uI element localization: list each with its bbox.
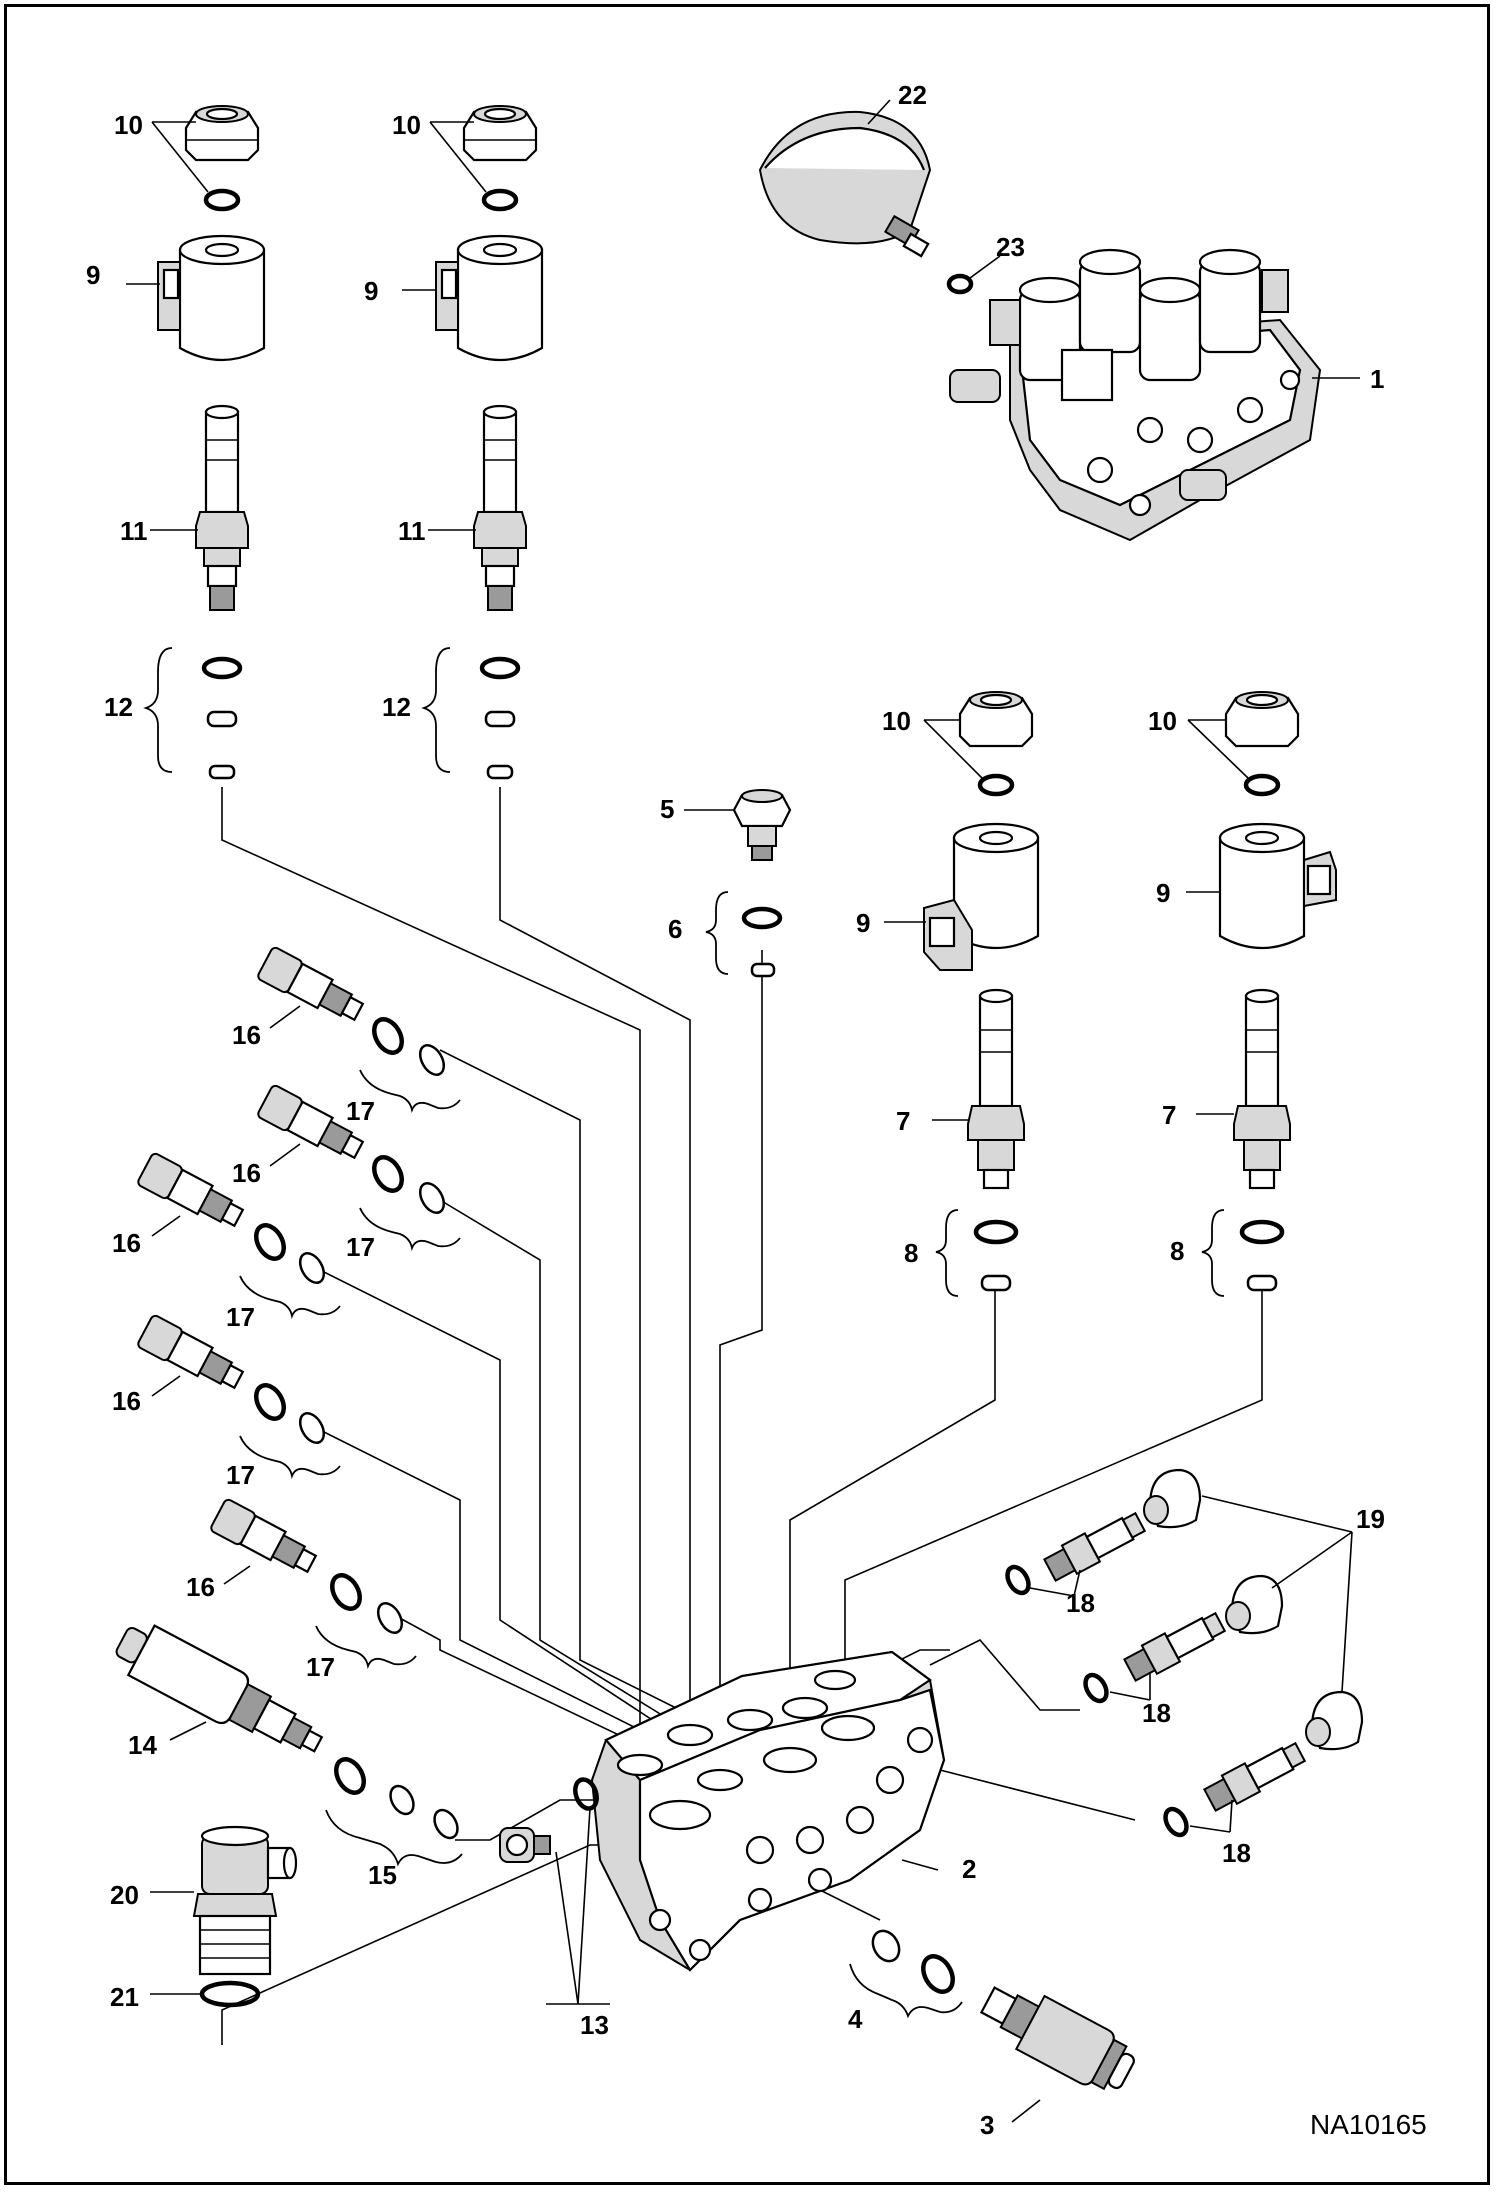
solenoid-stack-left-b <box>402 105 544 780</box>
solenoid-stack-left-a <box>126 105 266 780</box>
seals-6 <box>705 891 783 978</box>
callout-13: 13 <box>580 2010 609 2040</box>
valve-3 <box>979 1986 1135 2123</box>
callout-16: 16 <box>232 1158 261 1188</box>
callout-17: 17 <box>226 1460 255 1490</box>
callout-14: 14 <box>128 1730 157 1760</box>
o-ring-21 <box>150 1980 261 2008</box>
callout-9: 9 <box>86 260 100 290</box>
solenoid-stack-right-d <box>1186 691 1337 1297</box>
plug-5 <box>684 789 792 861</box>
callout-19: 19 <box>1356 1504 1385 1534</box>
cartridge-16-a <box>257 946 461 1114</box>
callout-labels: 10 10 22 23 9 9 1 11 11 12 12 10 10 5 6 … <box>86 80 1427 2140</box>
callout-10: 10 <box>1148 706 1177 736</box>
callout-17: 17 <box>306 1652 335 1682</box>
callout-8: 8 <box>1170 1236 1184 1266</box>
callout-11: 11 <box>398 516 426 546</box>
callout-10: 10 <box>882 706 911 736</box>
fitting-18-a <box>1005 1511 1147 1597</box>
callout-22: 22 <box>898 80 927 110</box>
callout-1: 1 <box>1370 364 1384 394</box>
callout-21: 21 <box>110 1982 139 2012</box>
callout-16: 16 <box>186 1572 215 1602</box>
cartridge-16-d <box>137 1314 341 1480</box>
o-ring-23 <box>946 255 1001 295</box>
valve-14 <box>115 1624 463 1867</box>
valve-assembly-1 <box>949 248 1360 542</box>
callout-20: 20 <box>110 1880 139 1910</box>
callout-16: 16 <box>232 1020 261 1050</box>
caps-19 <box>1143 1468 1364 1751</box>
callout-4: 4 <box>848 2004 863 2034</box>
callout-3: 3 <box>980 2110 994 2140</box>
elbow-fitting-20 <box>150 1825 298 1976</box>
plug-13 <box>499 1777 610 2005</box>
callout-8: 8 <box>904 1238 918 1268</box>
callout-12: 12 <box>104 692 133 722</box>
fitting-18-b <box>1083 1611 1227 1704</box>
callout-18: 18 <box>1066 1588 1095 1618</box>
solenoid-stack-right-c <box>884 691 1040 1297</box>
callout-7: 7 <box>896 1106 910 1136</box>
callout-10: 10 <box>392 110 421 140</box>
callout-11: 11 <box>120 516 148 546</box>
callout-2: 2 <box>962 1854 976 1884</box>
callout-23: 23 <box>996 232 1025 262</box>
seals-4 <box>849 1929 963 2019</box>
callout-17: 17 <box>226 1302 255 1332</box>
callout-9: 9 <box>856 908 870 938</box>
diagram-border <box>4 4 1490 2185</box>
callout-12: 12 <box>382 692 411 722</box>
callout-6: 6 <box>668 914 682 944</box>
fitting-18-c <box>1163 1741 1307 1838</box>
routing-lines <box>221 787 1263 2045</box>
callout-10: 10 <box>114 110 143 140</box>
cartridge-16-e <box>210 1498 417 1670</box>
callout-16: 16 <box>112 1386 141 1416</box>
callout-9: 9 <box>364 276 378 306</box>
callout-5: 5 <box>660 794 674 824</box>
callout-7: 7 <box>1162 1100 1176 1130</box>
callout-18: 18 <box>1222 1838 1251 1868</box>
cartridge-16-b <box>257 1084 461 1252</box>
callout-17: 17 <box>346 1232 375 1262</box>
figure-id: NA10165 <box>1310 2109 1427 2140</box>
cartridge-16-c <box>137 1152 341 1320</box>
callout-9: 9 <box>1156 878 1170 908</box>
callout-15: 15 <box>368 1860 397 1890</box>
callout-17: 17 <box>346 1096 375 1126</box>
main-valve-body-2 <box>590 1650 946 1972</box>
accumulator-22 <box>758 99 932 258</box>
callout-18: 18 <box>1142 1698 1171 1728</box>
callout-16: 16 <box>112 1228 141 1258</box>
